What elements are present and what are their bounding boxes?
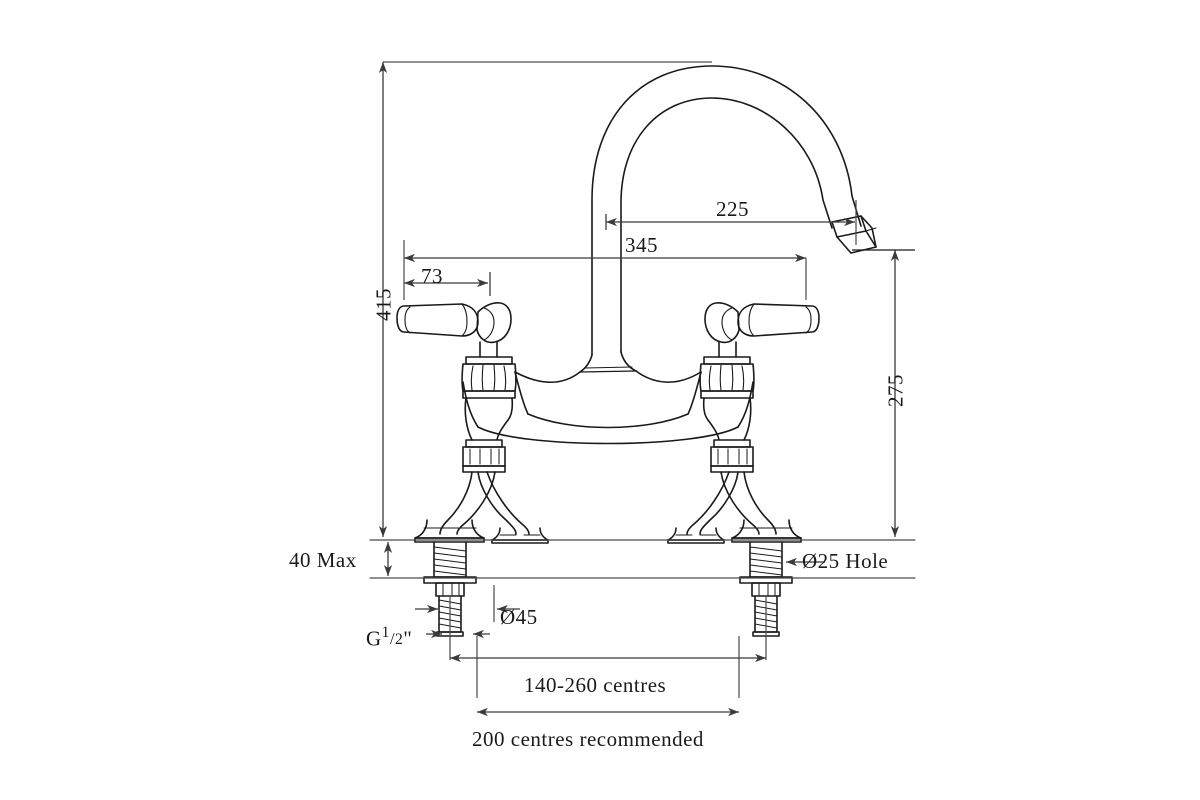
- label-overall-height: 415: [371, 288, 396, 321]
- label-spout-reach-total: 345: [625, 233, 658, 257]
- label-base-diameter: Ø45: [500, 605, 538, 629]
- label-max-thickness: 40 Max: [289, 548, 357, 572]
- faucet-body-geometry: [369, 65, 916, 637]
- dim-73-handle-offset: [404, 272, 491, 296]
- left-crossing-legs: [439, 471, 530, 535]
- left-union-nut: [462, 439, 506, 473]
- dim-225-outlet-offset: [605, 214, 855, 230]
- centres-witness-lines: [449, 596, 767, 698]
- label-centres-recommended: 200 centres recommended: [472, 727, 704, 751]
- thread-prefix: G: [366, 626, 382, 651]
- right-union-nut: [710, 439, 754, 473]
- bridge-body: [462, 370, 754, 445]
- right-support-foot: [667, 527, 725, 544]
- right-valve-assembly: [667, 302, 820, 637]
- dim-275-spout-height: [852, 249, 915, 537]
- spout-swan-neck: [591, 65, 862, 356]
- right-pedestal-base: [731, 519, 802, 543]
- dim-45-base-diameter: [415, 585, 520, 622]
- right-lever-handle: [704, 302, 820, 358]
- label-handle-offset: 73: [421, 264, 443, 288]
- spout-base-flare: [579, 351, 637, 373]
- thread-fraction: 1/2: [381, 624, 404, 648]
- left-lever-handle: [396, 302, 512, 358]
- label-centres-range: 140-260 centres: [524, 673, 667, 697]
- label-hole-diameter: Ø25 Hole: [802, 549, 889, 573]
- right-valve-cap: [699, 356, 755, 399]
- thread-suffix: ": [403, 626, 413, 651]
- label-spout-height: 275: [883, 374, 908, 407]
- left-support-foot: [491, 527, 549, 544]
- deck-surface-lines: [369, 539, 916, 579]
- thread-numerator: 1: [381, 624, 390, 641]
- left-pedestal-base: [414, 519, 485, 543]
- left-valve-cap: [461, 356, 517, 399]
- left-valve-body: [464, 397, 514, 441]
- thread-denominator: 2: [395, 631, 404, 648]
- right-valve-body: [702, 397, 752, 441]
- label-spout-outlet-offset: 225: [716, 197, 749, 221]
- label-thread-size: G1/2": [366, 624, 412, 652]
- dimension-lines-group: [378, 61, 915, 717]
- dim-345-reach: [403, 240, 807, 300]
- right-crossing-legs: [686, 471, 777, 535]
- left-valve-assembly: [396, 302, 549, 637]
